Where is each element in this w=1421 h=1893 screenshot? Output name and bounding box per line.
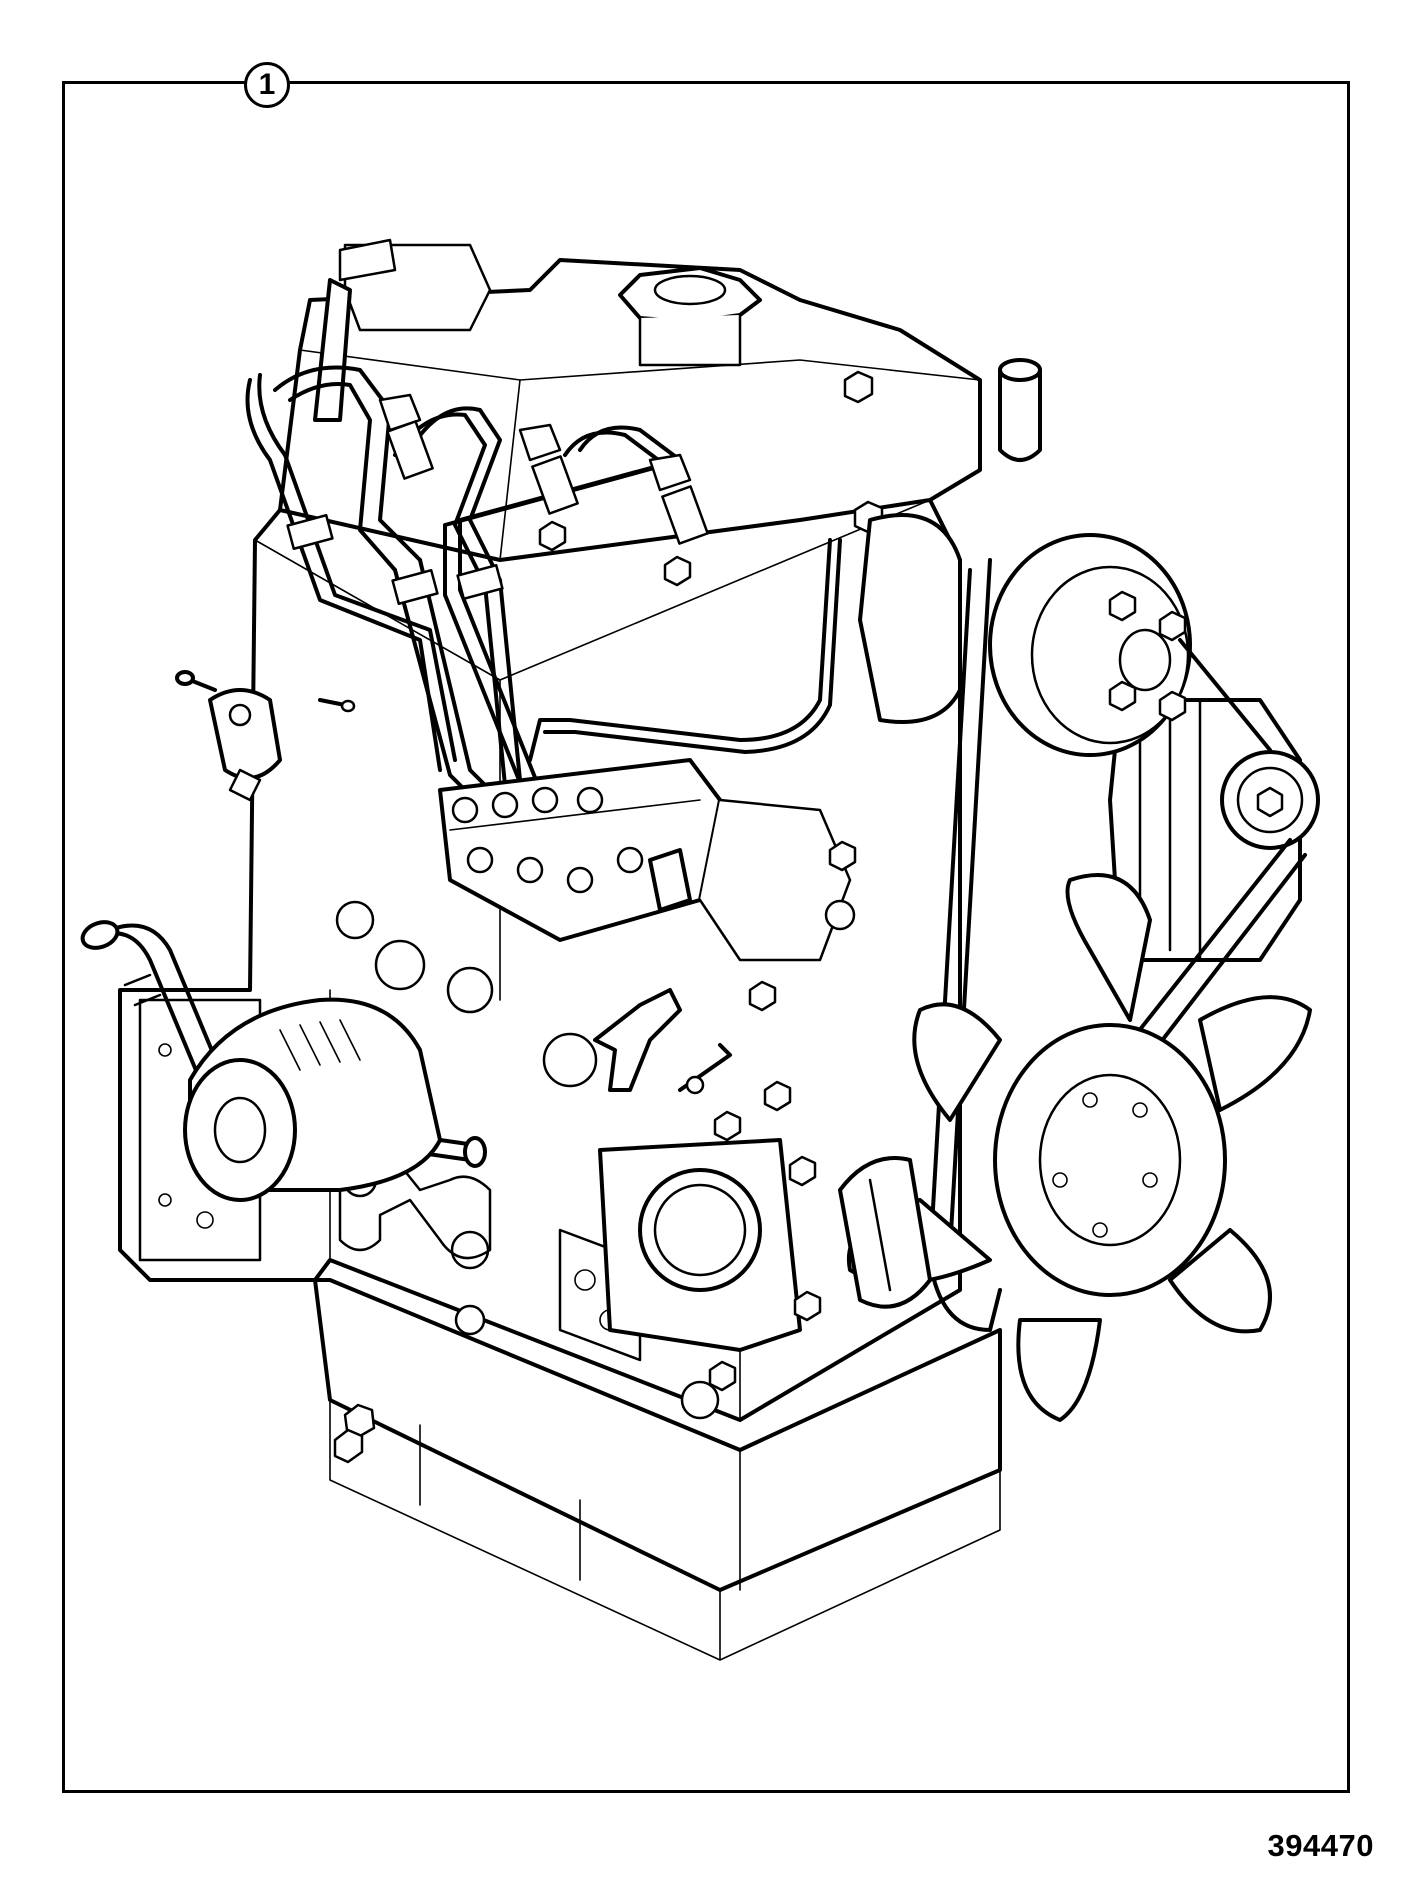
cylinder-head — [278, 238, 1042, 587]
alternator — [1108, 698, 1320, 962]
figure-number: 394470 — [1267, 1828, 1374, 1863]
oil-pan — [313, 1278, 1002, 1661]
crankshaft-pulley — [838, 1156, 932, 1309]
diagram-frame — [62, 81, 1350, 1793]
fuel-feed-pump — [175, 670, 356, 802]
oil-filler-cap — [598, 1110, 822, 1392]
oil-filter — [183, 997, 442, 1202]
fuel-injection-lines — [245, 365, 842, 797]
callout-label: 1 — [244, 62, 290, 108]
water-pump-pulley — [858, 513, 1192, 757]
injection-pump — [438, 758, 857, 1112]
drain-plug — [333, 1428, 364, 1464]
